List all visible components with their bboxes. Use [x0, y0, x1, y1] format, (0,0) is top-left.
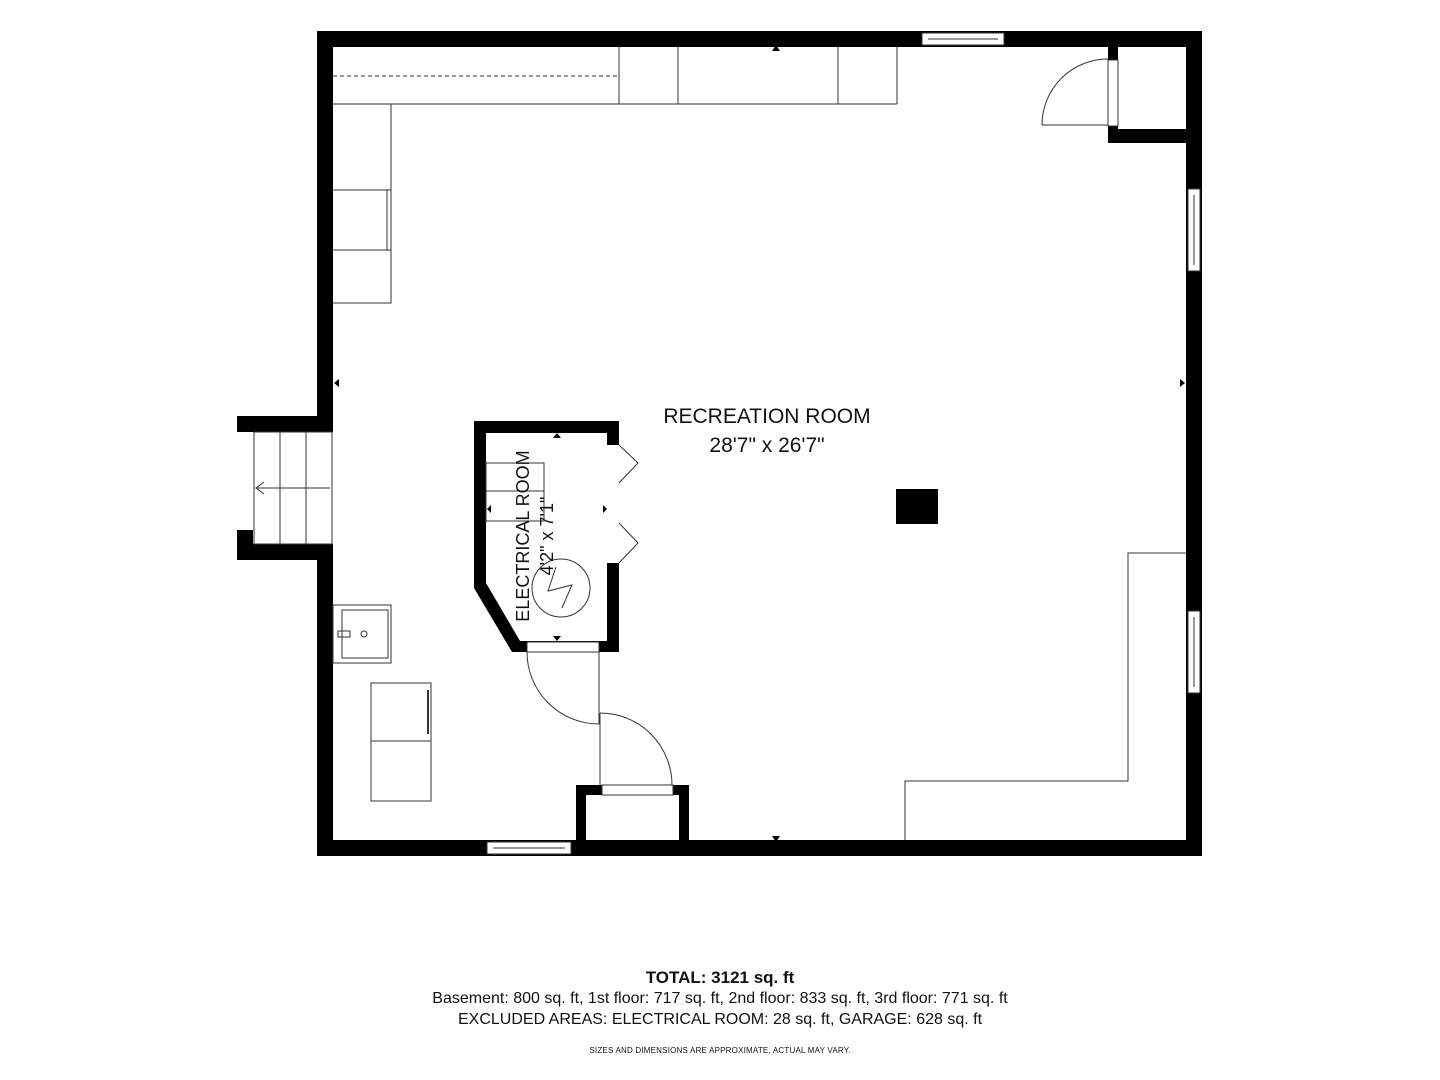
wall-left-upper	[317, 31, 333, 432]
stair-wall-bottom	[237, 544, 333, 560]
total-area: TOTAL: 3121 sq. ft	[645, 968, 795, 987]
cabinetry	[333, 47, 1186, 840]
electrical-wall-right-top	[607, 421, 619, 445]
stair-arrow-icon	[255, 481, 265, 495]
wall-top	[317, 31, 1202, 47]
disclaimer: SIZES AND DIMENSIONS ARE APPROXIMATE, AC…	[589, 1046, 851, 1055]
washer	[370, 682, 432, 742]
windows	[486, 32, 1201, 855]
bifold-door[interactable]	[618, 444, 639, 564]
appliances	[370, 682, 432, 802]
bottom-closet-right	[679, 785, 689, 855]
floor-plan: RECREATION ROOM 28'7" x 26'7" ELECTRICAL…	[237, 31, 1202, 856]
closet-wall-bottom	[1108, 129, 1202, 143]
stair-wall-left-top	[237, 416, 253, 432]
bottom-closet-top-left	[576, 785, 602, 795]
recreation-room-dims: 28'7" x 26'7"	[709, 434, 824, 457]
electrical-interior	[485, 462, 591, 618]
dryer	[370, 740, 432, 802]
wall-left-lower	[317, 544, 333, 856]
drain-icon	[360, 630, 368, 638]
stair-wall-top	[237, 416, 333, 432]
sink	[332, 604, 392, 664]
doors[interactable]	[526, 58, 1119, 796]
recreation-room-name: RECREATION ROOM	[663, 405, 870, 428]
wall-right	[1186, 31, 1202, 856]
floor-areas: Basement: 800 sq. ft, 1st floor: 717 sq.…	[432, 990, 1008, 1007]
bottom-closet-top-right	[673, 785, 689, 795]
bottom-closet-left	[576, 785, 586, 855]
excluded-areas: EXCLUDED AREAS: ELECTRICAL ROOM: 28 sq. …	[457, 1011, 983, 1028]
support-column	[896, 489, 938, 524]
electrical-room-name: ELECTRICAL ROOM	[513, 450, 533, 621]
electrical-panel-icon	[531, 558, 591, 618]
wall-bottom	[317, 840, 1202, 856]
electrical-room-dims: 4'2" x 7'1"	[537, 497, 557, 576]
staircase	[253, 431, 333, 545]
stair-wall-left-bottom	[237, 530, 253, 560]
dimension-markers	[334, 45, 1185, 842]
electrical-wall-right-bottom	[607, 563, 619, 652]
